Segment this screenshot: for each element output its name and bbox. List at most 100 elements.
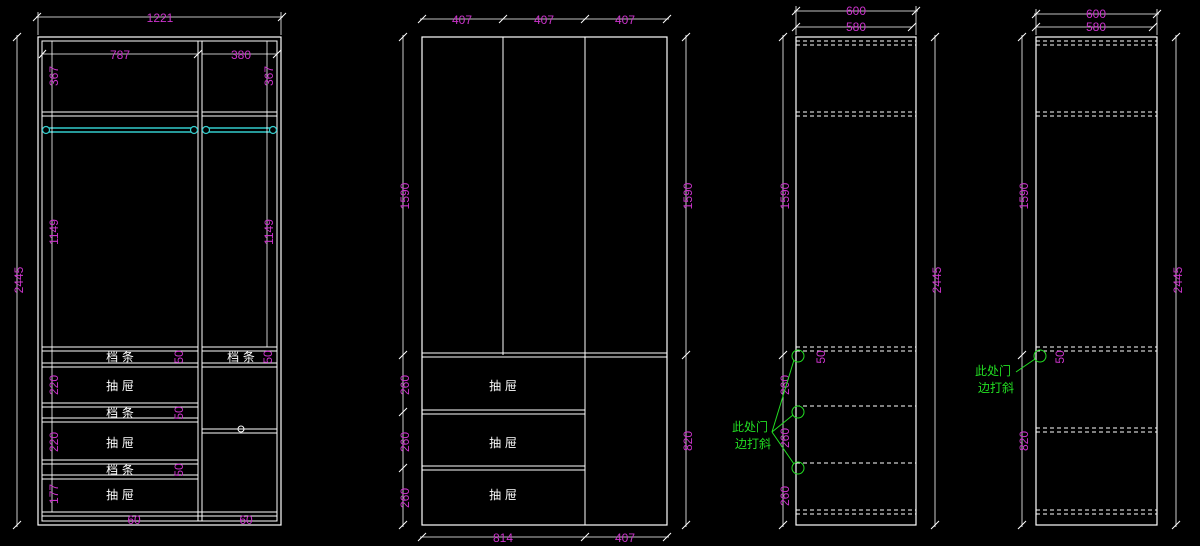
bevel-note: 边打斜 [978,381,1014,395]
dim-lower-right: 820 [681,431,695,451]
dim-tick [778,32,788,42]
dim-tick [32,12,42,22]
bevel-note: 边打斜 [735,437,771,451]
drawer-label: 抽 屉 [106,379,134,393]
dim-hang-left: 1149 [47,219,61,245]
dim-rail1-right: 50 [261,350,275,364]
shelf-pin [237,425,245,433]
dim-rail: 50 [1053,350,1067,364]
front-doors-view: 抽 屉 抽 屉 抽 屉 407 407 407 1590 260 260 260… [398,13,695,545]
dim-tick [193,49,203,59]
dim-tick [580,532,590,542]
dim-tick [1171,520,1181,530]
dim-depth-outer: 600 [846,4,866,18]
dim-tick [1017,32,1027,42]
dim-drawer2: 220 [47,432,61,452]
front-interior-view: 档 条 档 条 抽 屉 档 条 抽 屉 档 条 抽 屉 1221 787 380… [12,11,287,530]
dim-rail1: 50 [172,350,186,364]
dim-bottom-right: 407 [615,531,635,545]
dim-tick [398,32,408,42]
dim-tick [417,532,427,542]
dim-tick [1017,350,1027,360]
rod-bracket [201,125,211,135]
dim-depth-outer: 600 [1086,7,1106,21]
dim-width-right: 380 [231,48,251,62]
dim-tick [1031,22,1041,32]
dim-height-total: 2445 [12,266,26,293]
dim-tick [398,520,408,530]
rail-label: 档 条 [106,463,134,477]
dim-drawer3: 260 [398,488,412,508]
dim-door2: 407 [534,13,554,27]
dim-rail: 50 [814,350,828,364]
dim-base-left: 60 [127,513,141,527]
dim-d3: 260 [778,486,792,506]
dim-tick [778,520,788,530]
dim-width-left: 787 [110,48,130,62]
dim-tick [662,532,672,542]
dim-total: 2445 [1171,266,1185,293]
dim-hang-right: 1149 [262,219,276,245]
dim-tick [38,49,47,59]
drawer-label: 抽 屉 [489,488,517,502]
dim-tick [277,12,287,22]
door-outline [421,36,668,526]
dim-tick [907,22,917,32]
side-view-b: 600 580 1590 820 50 2445 此处门 边打斜 [975,7,1185,530]
dim-drawer2: 260 [398,432,412,452]
dim-tick [791,22,801,32]
dim-tick [580,14,590,24]
dim-tick [498,14,508,24]
dim-tick [778,350,788,360]
side-outline [1035,36,1158,526]
dim-d1: 260 [778,375,792,395]
dim-top-left: 367 [47,66,61,86]
dim-tick [681,32,691,42]
dim-drawer3: 177 [47,484,61,504]
dim-tick [272,49,282,59]
dim-height-left: 1590 [398,182,412,209]
dim-tick [1171,32,1181,42]
dim-height-right: 1590 [681,182,695,209]
dim-tick [662,14,672,24]
leader-line [771,431,795,465]
dim-tick [398,350,408,360]
dim-total: 2445 [930,266,944,293]
dim-tick [417,14,427,24]
cabinet-inner-outline [41,40,278,522]
dim-tick [12,520,22,530]
dim-width-total: 1221 [147,11,174,25]
dim-tick [681,350,691,360]
rod-bracket [189,125,199,135]
dim-drawer1: 260 [398,375,412,395]
bevel-marker [791,405,805,419]
dim-rail3: 50 [172,463,186,477]
leader-line [771,414,794,433]
drawer-label: 抽 屉 [489,379,517,393]
rail-label: 档 条 [106,350,134,364]
dim-tick [398,463,408,473]
drawer-label: 抽 屉 [106,436,134,450]
rail-label: 档 条 [227,350,255,364]
dim-tick [12,32,22,42]
side-outline [795,36,917,526]
bevel-note: 此处门 [975,363,1011,378]
dim-tick [930,32,940,42]
dim-lower: 820 [1017,431,1031,451]
dim-tick [398,407,408,417]
rod-bracket [41,125,51,135]
leader-line [771,359,795,433]
dim-door1: 407 [452,13,472,27]
dim-bottom-left: 814 [493,531,513,545]
bevel-note: 此处门 [732,419,768,434]
dim-tick [1017,520,1027,530]
side-view-a: 600 580 1590 260 260 260 50 2445 此处门 边打斜 [732,4,944,530]
drawer-label: 抽 屉 [489,436,517,450]
bevel-marker [791,349,805,363]
rod-bracket [268,125,278,135]
dim-base-right: 60 [239,513,253,527]
rail-label: 档 条 [106,406,134,420]
dim-door3: 407 [615,13,635,27]
dim-top-right: 367 [262,66,276,86]
